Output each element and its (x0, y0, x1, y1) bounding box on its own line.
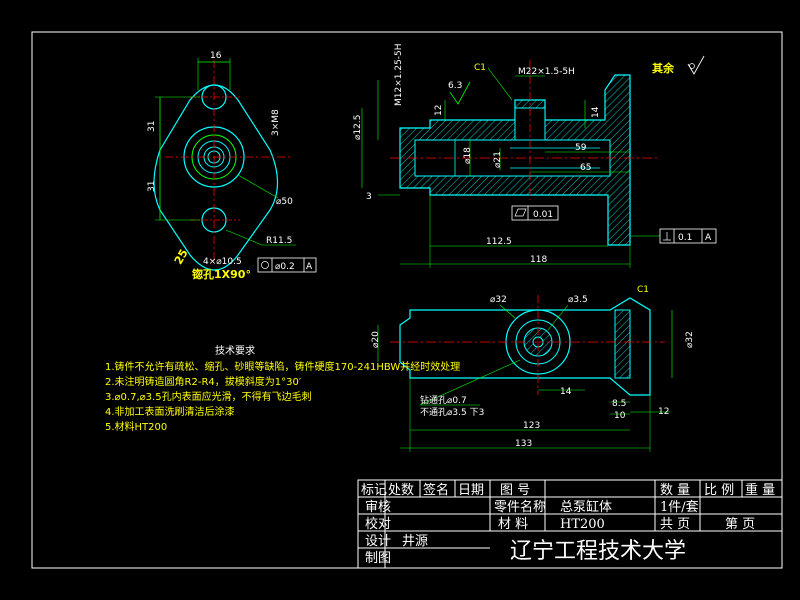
top-d3-5: ⌀3.5 (568, 295, 588, 305)
sec-59: 59 (575, 143, 587, 153)
note-drill-through: 钻通孔⌀0.7 (420, 394, 467, 406)
sec-65: 65 (580, 163, 591, 173)
tech-req-1: 1.铸件不允许有疏松、缩孔、砂眼等缺陷，铸件硬度170-241HBW并经时效处理 (105, 360, 460, 373)
sec-6-3: 6.3 (448, 81, 462, 91)
tb-page: 第 页 (725, 517, 755, 532)
top-d20: ⌀20 (371, 331, 381, 348)
dim-16: 16 (210, 51, 222, 61)
tol-position: ⌀0.2 (275, 262, 295, 272)
tb-check: 校对 (365, 516, 391, 532)
tb-date: 日期 (458, 483, 484, 498)
tb-qty: 数 量 (660, 483, 690, 498)
front-view: 16 31 31 3×M8 ⌀50 R11.5 25 4×⌀10.5 ⌀0.2 … (147, 51, 317, 281)
dim-3xm8: 3×M8 (271, 109, 281, 136)
tech-requirements: 技术要求 1.铸件不允许有疏松、缩孔、砂眼等缺陷，铸件硬度170-241HBW并… (105, 344, 460, 433)
top-c1: C1 (637, 285, 649, 295)
top-12: 12 (658, 407, 669, 417)
tb-material: HT200 (560, 517, 605, 532)
tb-drawing-no: 图 号 (500, 483, 530, 498)
tb-sign: 签名 (423, 482, 449, 498)
top-d32: ⌀32 (490, 295, 507, 305)
tol-perp: 0.1 (678, 233, 692, 243)
tb-design: 设计 (365, 534, 391, 549)
sec-12: 12 (434, 105, 444, 116)
tb-count: 处数 (388, 483, 414, 498)
top-133: 133 (515, 439, 532, 449)
tb-review: 审核 (365, 500, 391, 515)
tb-designer: 井源 (402, 534, 428, 549)
tb-part-name: 总泵缸体 (560, 499, 612, 515)
tb-mark: 标记 (361, 483, 387, 498)
tb-qty-value: 1件/套 (660, 499, 699, 515)
tol-datum: A (306, 262, 313, 272)
sec-d18: ⌀18 (463, 147, 473, 164)
title-block (357, 479, 783, 569)
sec-d12-5: ⌀12.5 (353, 115, 363, 140)
tb-scale: 比 例 (704, 483, 734, 498)
top-8-5: 8.5 (612, 399, 626, 409)
dim-31-bottom: 31 (147, 181, 157, 192)
tb-material-label: 材 料 (498, 517, 528, 532)
section-view: C1 M22×1.5-5H 6.3 12 14 ⌀12.5 M12×1.25-5… (353, 43, 717, 268)
tech-req-3: 3.⌀0.7,⌀3.5孔内表面应光滑，不得有飞边毛刺 (105, 390, 312, 403)
sec-c1: C1 (474, 63, 486, 73)
tech-req-4: 4.非加工表面洗刷清洁后涂漆 (105, 405, 235, 418)
dim-4xd10-5: 4×⌀10.5 (203, 257, 242, 267)
dim-r11-5: R11.5 (266, 236, 292, 246)
dim-31-top: 31 (147, 121, 157, 132)
sec-3: 3 (366, 192, 372, 202)
note-drill-blind: 不通孔⌀3.5 下3 (420, 407, 484, 418)
remainder-roughness: 其余 (652, 61, 675, 75)
tech-req-5: 5.材料HT200 (105, 420, 167, 433)
tb-part-name-label: 零件名称 (494, 499, 546, 515)
top-view: ⌀32 ⌀3.5 C1 ⌀20 ⌀32 14 8.5 10 12 钻通孔⌀0.7… (371, 285, 695, 452)
top-10: 10 (614, 411, 626, 421)
top-d32-right: ⌀32 (685, 331, 695, 348)
countersink-note: 锪孔1X90° (192, 267, 251, 281)
dim-25: 25 (172, 247, 191, 267)
sec-d21: ⌀21 (493, 151, 503, 168)
tb-weight: 重 量 (745, 482, 775, 498)
sec-14: 14 (591, 106, 601, 118)
tb-draw: 制图 (365, 551, 391, 566)
tb-university: 辽宁工程技术大学 (510, 539, 686, 564)
dim-d50: ⌀50 (276, 197, 293, 207)
tol-flatness: 0.01 (533, 210, 553, 220)
sec-thread-m22: M22×1.5-5H (518, 67, 575, 77)
top-14: 14 (560, 387, 572, 397)
tb-total-pages: 共 页 (660, 517, 690, 532)
tech-req-2: 2.未注明铸造圆角R2-R4，拔模斜度为1°30′ (105, 375, 302, 388)
tech-req-title: 技术要求 (215, 344, 255, 357)
top-123: 123 (523, 421, 540, 431)
sec-m12: M12×1.25-5H (394, 43, 404, 106)
sec-118: 118 (530, 255, 547, 265)
tol-perp-datum: A (705, 233, 712, 243)
sec-112-5: 112.5 (486, 237, 512, 247)
roughness-symbol (687, 55, 705, 75)
